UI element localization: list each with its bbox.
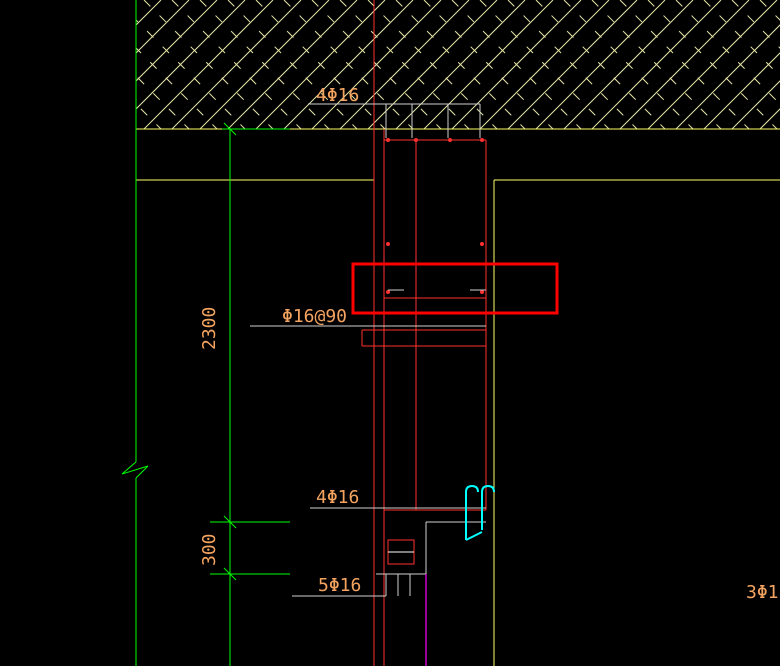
hatch-line [507,0,638,129]
hatch-line [283,0,414,129]
hatch-line [311,0,442,129]
slab-edges [136,128,780,666]
hatch-line [395,0,526,129]
label-bottom-rebar: 5Φ16 [318,575,361,596]
hatch-line [451,0,582,129]
hatch-line [339,0,470,129]
hatch-line [4,0,133,129]
leader-lines [250,103,486,597]
hatch-slab [0,0,780,129]
hatch-line [591,0,722,129]
hatch-line [731,0,780,49]
hook-icon [465,484,495,541]
hatch-line [227,0,358,129]
hatch-line [136,19,246,129]
hatch-line [4,0,133,129]
ledge-stirrup [387,539,415,565]
hatch-line [143,0,274,129]
hatch-line [423,0,554,129]
hatch-line [136,0,190,54]
hatch-line [563,0,694,129]
hatch-line [731,80,780,129]
label-right-partial: 3Φ1 [746,582,779,603]
hatch-line [647,0,778,129]
hatch-line [255,0,386,129]
label-middle-rebar: 4Φ16 [316,487,359,508]
hatch-line [171,0,302,129]
grid-lines-green [121,0,290,666]
hatch-line [619,0,750,129]
dimension-300: 300 [199,533,220,566]
hatch-line [136,0,162,26]
hatch-line [367,0,498,129]
label-stirrup-spacing: Φ16@90 [282,306,347,327]
hatch-line [703,0,780,77]
hatch-line [675,0,780,105]
rebar-lines-red [361,0,487,666]
hatch-line [0,0,105,129]
hatch-line [136,47,218,129]
hatch-line [0,0,105,129]
highlight-box[interactable] [351,262,559,315]
label-top-rebar: 4Φ16 [316,85,359,106]
hatch-line [535,0,666,129]
dimension-2300: 2300 [199,307,220,350]
hatch-line [199,0,330,129]
hatch-line [479,0,610,129]
